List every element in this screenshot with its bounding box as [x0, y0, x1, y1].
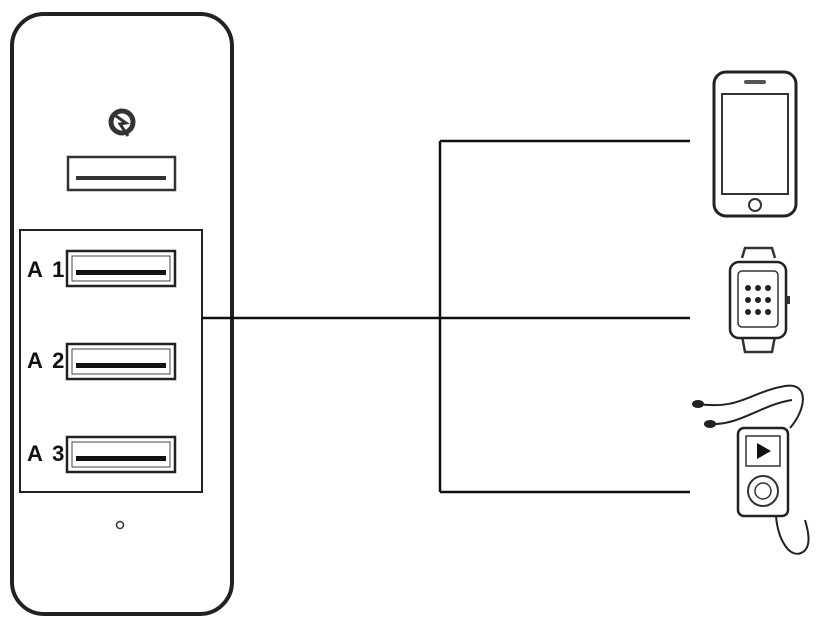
port-label-a2: A 2 — [27, 348, 66, 373]
usb-port-a3 — [65, 435, 177, 474]
quick-charge-icon — [108, 108, 136, 137]
led-indicator-icon — [115, 520, 125, 530]
port-label-a3: A 3 — [27, 441, 66, 466]
smartphone-icon — [712, 70, 798, 218]
usb-port-qc — [66, 155, 177, 192]
smartwatch-icon — [728, 246, 790, 354]
mp3-player-icon — [692, 384, 810, 555]
charger-body — [10, 12, 234, 616]
port-group-frame — [19, 229, 203, 493]
usb-port-a2 — [65, 342, 177, 381]
usb-port-a1 — [65, 249, 177, 288]
port-label-a1: A 1 — [27, 257, 66, 282]
connection-lines — [201, 139, 690, 494]
